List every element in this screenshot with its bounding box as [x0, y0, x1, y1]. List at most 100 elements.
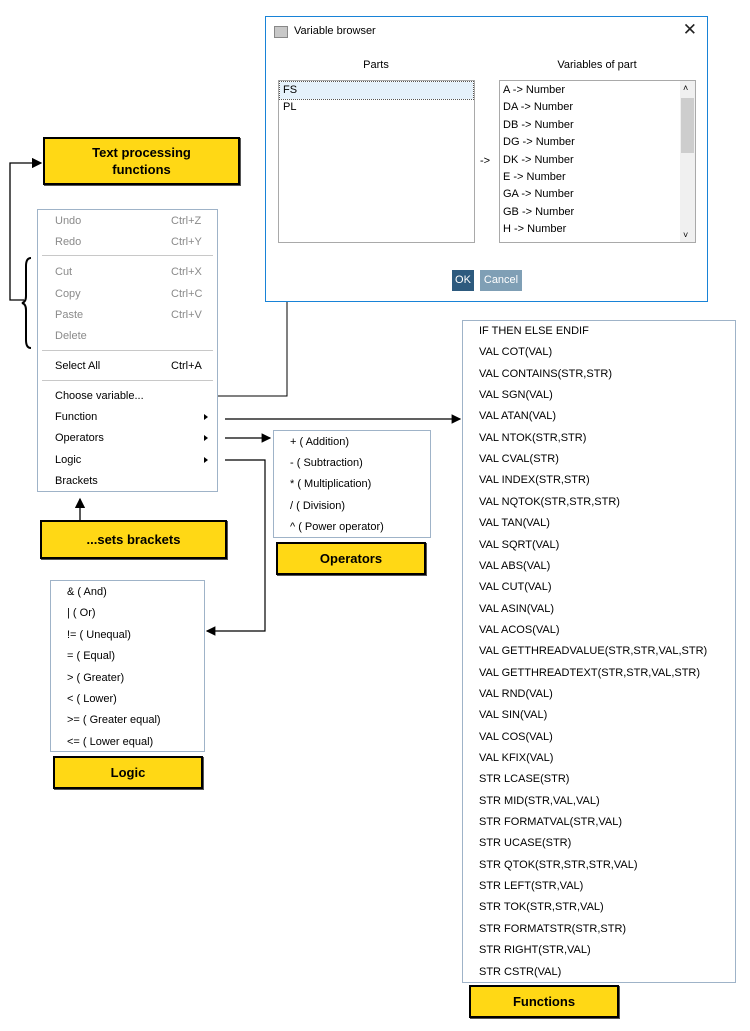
- menu-item-label: VAL GETTHREADVALUE(STR,STR,VAL,STR): [479, 645, 708, 658]
- menu-item[interactable]: STR QTOK(STR,STR,STR,VAL): [463, 855, 735, 875]
- menu-item-label: <= ( Lower equal): [67, 735, 154, 748]
- menu-item[interactable]: VAL CVAL(STR): [463, 449, 735, 469]
- menu-item-shortcut: Ctrl+C: [171, 288, 203, 300]
- menu-item-label: VAL KFIX(VAL): [479, 752, 554, 764]
- menu-item[interactable]: STR LEFT(STR,VAL): [463, 876, 735, 896]
- menu-item[interactable]: <= ( Lower equal): [51, 732, 204, 752]
- menu-item[interactable]: >= ( Greater equal): [51, 710, 204, 730]
- menu-item[interactable]: STR FORMATVAL(STR,VAL): [463, 812, 735, 832]
- menu-item[interactable]: VAL TAN(VAL): [463, 513, 735, 533]
- menu-item-label: VAL SQRT(VAL): [479, 538, 560, 551]
- menu-item[interactable]: ^ ( Power operator): [274, 517, 430, 537]
- menu-item-operators[interactable]: Operators: [38, 428, 217, 448]
- scrollbar[interactable]: ˄˅: [680, 81, 695, 242]
- menu-item-label: STR MID(STR,VAL,VAL): [479, 794, 600, 807]
- menu-item[interactable]: VAL NTOK(STR,STR): [463, 428, 735, 448]
- variable-item[interactable]: H -> Number: [503, 223, 567, 236]
- menu-item[interactable]: STR CSTR(VAL): [463, 962, 735, 982]
- variable-item[interactable]: GA -> Number: [503, 188, 574, 201]
- menu-item[interactable]: | ( Or): [51, 603, 204, 623]
- variables-label: Variables of part: [557, 59, 637, 71]
- menu-item[interactable]: = ( Equal): [51, 646, 204, 666]
- menu-item-copy[interactable]: Copy Ctrl+C: [38, 284, 217, 304]
- menu-item[interactable]: VAL ACOS(VAL): [463, 620, 735, 640]
- scrollbar-thumb[interactable]: [681, 98, 694, 153]
- menu-item[interactable]: VAL SGN(VAL): [463, 385, 735, 405]
- menu-item-delete[interactable]: Delete: [38, 326, 217, 346]
- menu-item-label: | ( Or): [67, 607, 96, 620]
- menu-item[interactable]: - ( Subtraction): [274, 453, 430, 473]
- menu-item[interactable]: + ( Addition): [274, 432, 430, 452]
- variable-item[interactable]: DK -> Number: [503, 153, 574, 166]
- menu-item[interactable]: VAL COT(VAL): [463, 342, 735, 362]
- close-icon[interactable]: ✕: [682, 20, 697, 39]
- menu-item-brackets[interactable]: Brackets: [38, 471, 217, 491]
- menu-item[interactable]: VAL ATAN(VAL): [463, 406, 735, 426]
- menu-item[interactable]: * ( Multiplication): [274, 474, 430, 494]
- menu-item[interactable]: != ( Unequal): [51, 625, 204, 645]
- submenu-arrow-icon: [204, 435, 208, 441]
- variable-item[interactable]: DB -> Number: [503, 118, 574, 131]
- menu-item[interactable]: VAL INDEX(STR,STR): [463, 470, 735, 490]
- menu-item-label: STR FORMATVAL(STR,VAL): [479, 816, 623, 829]
- menu-item[interactable]: VAL ASIN(VAL): [463, 599, 735, 619]
- menu-item[interactable]: VAL RND(VAL): [463, 684, 735, 704]
- menu-item[interactable]: IF THEN ELSE ENDIF: [463, 321, 735, 341]
- variable-item[interactable]: GB -> Number: [503, 205, 575, 218]
- menu-item-label: Copy: [55, 288, 81, 300]
- menu-item[interactable]: STR RIGHT(STR,VAL): [463, 940, 735, 960]
- menu-item[interactable]: VAL CONTAINS(STR,STR): [463, 364, 735, 384]
- menu-item[interactable]: & ( And): [51, 582, 204, 602]
- part-item[interactable]: FS: [279, 81, 474, 101]
- menu-item[interactable]: > ( Greater): [51, 668, 204, 688]
- menu-item[interactable]: VAL NQTOK(STR,STR,STR): [463, 492, 735, 512]
- callout-sets-brackets: ...sets brackets: [40, 520, 227, 559]
- menu-item[interactable]: / ( Division): [274, 496, 430, 516]
- menu-item[interactable]: STR MID(STR,VAL,VAL): [463, 791, 735, 811]
- variables-listbox[interactable]: A -> Number DA -> Number DB -> Number DG ->…: [499, 80, 696, 243]
- menu-item-label: Logic: [55, 454, 82, 466]
- menu-item[interactable]: VAL GETTHREADTEXT(STR,STR,VAL,STR): [463, 663, 735, 683]
- part-item[interactable]: PL: [283, 101, 297, 114]
- menu-item-label: VAL GETTHREADTEXT(STR,STR,VAL,STR): [479, 666, 701, 679]
- menu-item-label: STR FORMATSTR(STR,STR): [479, 922, 627, 935]
- menu-item-label: STR RIGHT(STR,VAL): [479, 944, 591, 957]
- callout-operators: Operators: [276, 542, 426, 575]
- variable-item[interactable]: DA -> Number: [503, 101, 573, 114]
- menu-item[interactable]: VAL CUT(VAL): [463, 577, 735, 597]
- menu-item[interactable]: STR LCASE(STR): [463, 769, 735, 789]
- menu-item-label: = ( Equal): [67, 650, 115, 663]
- menu-item-label: != ( Unequal): [67, 628, 131, 641]
- scroll-down-icon[interactable]: ˅: [683, 230, 689, 240]
- menu-item[interactable]: VAL GETTHREADVALUE(STR,STR,VAL,STR): [463, 641, 735, 661]
- variable-item[interactable]: A -> Number: [503, 84, 566, 96]
- menu-item[interactable]: VAL SIN(VAL): [463, 705, 735, 725]
- ok-button[interactable]: OK: [452, 270, 474, 291]
- scroll-up-icon[interactable]: ˄: [683, 83, 689, 93]
- menu-item[interactable]: STR TOK(STR,STR,VAL): [463, 897, 735, 917]
- menu-item[interactable]: STR UCASE(STR): [463, 833, 735, 853]
- menu-item-choose-variable[interactable]: Choose variable...: [38, 386, 217, 406]
- menu-item[interactable]: VAL SQRT(VAL): [463, 535, 735, 555]
- menu-item[interactable]: VAL COS(VAL): [463, 727, 735, 747]
- menu-item-label: VAL ABS(VAL): [479, 559, 551, 572]
- variable-item[interactable]: DG -> Number: [503, 136, 575, 149]
- menu-item[interactable]: VAL ABS(VAL): [463, 556, 735, 576]
- menu-item-label: VAL CONTAINS(STR,STR): [479, 367, 613, 380]
- menu-item-function[interactable]: Function: [38, 407, 217, 427]
- variable-item[interactable]: E -> Number: [503, 170, 566, 183]
- cancel-button[interactable]: Cancel: [480, 270, 522, 291]
- menu-item-label: VAL INDEX(STR,STR): [479, 474, 590, 487]
- menu-item[interactable]: STR FORMATSTR(STR,STR): [463, 919, 735, 939]
- menu-item-label: Select All: [55, 360, 101, 372]
- callout-functions: Functions: [469, 985, 619, 1018]
- menu-item[interactable]: VAL KFIX(VAL): [463, 748, 735, 768]
- menu-item-logic[interactable]: Logic: [38, 450, 217, 470]
- menu-item[interactable]: < ( Lower): [51, 689, 204, 709]
